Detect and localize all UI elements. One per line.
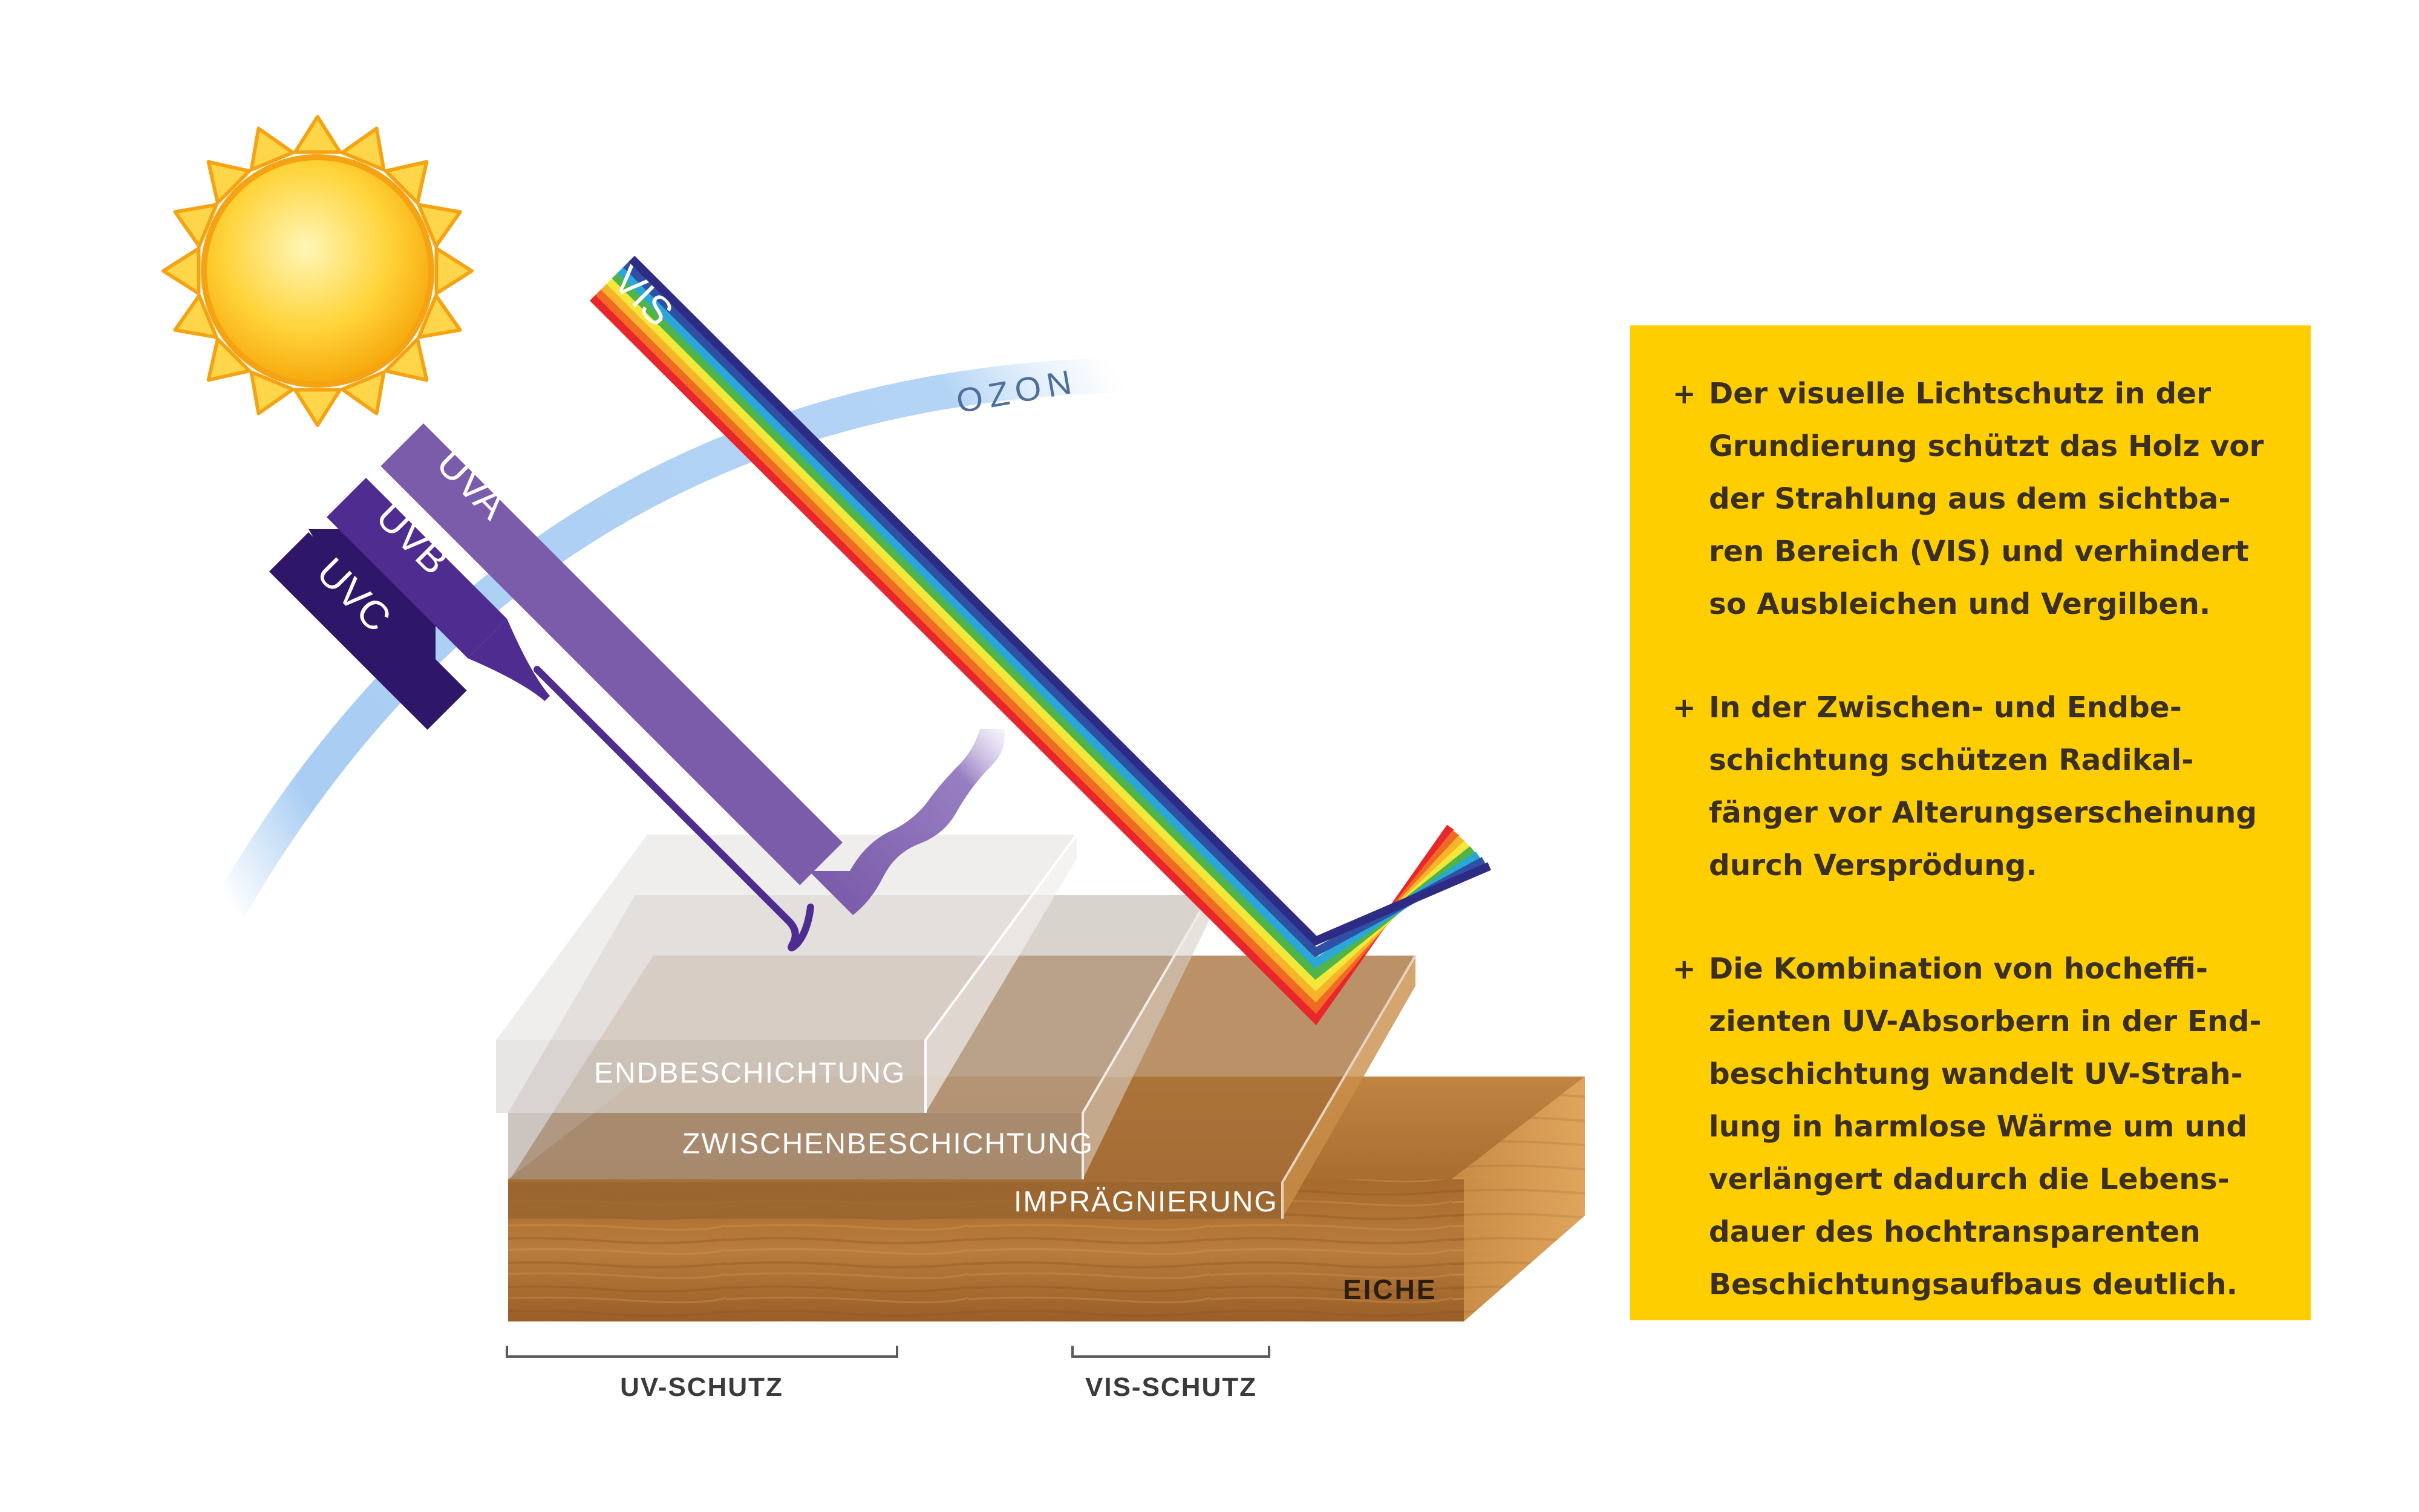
uv-protection-bracket: UV-SCHUTZ [506,1346,898,1402]
sun-ray [249,370,295,415]
uvb-beam [326,478,814,951]
sun-rays [162,115,474,427]
info-text-2: In der Zwischen- und Endbe- schichtung s… [1709,691,2257,882]
vis-protection-label: VIS-SCHUTZ [1085,1372,1257,1402]
end-coating-label: ENDBESCHICHTUNG [594,1057,906,1089]
ozone-arc [214,357,1126,916]
layer-stack [496,833,1585,1321]
uva-beam [380,423,1005,915]
sun-ray [206,337,252,382]
sun-ray [417,293,462,339]
sun-ray [249,126,295,172]
sun-ray [173,293,218,339]
vis-beam-stripe [628,255,1491,946]
sun-ray [384,337,429,382]
end-coating-layer [496,833,1078,1113]
impregnation-label: IMPRÄGNIERUNG [1014,1186,1278,1218]
vis-protection-bracket: VIS-SCHUTZ [1071,1346,1270,1402]
sun [162,115,474,427]
sun-ray [293,115,342,154]
info-item-1: + Der visuelle Lichtschutz in der Grundi… [1673,368,2274,631]
sun-ray [162,246,201,296]
info-text-1: Der visuelle Lichtschutz in der Grundier… [1709,377,2264,621]
plus-icon: + [1673,953,1696,985]
wood-label: EICHE [1343,1274,1437,1305]
sun-ray [340,126,386,172]
vis-beam [589,255,1491,1026]
plus-icon: + [1673,377,1696,410]
info-text-3: Die Kombination von hocheffi- zienten UV… [1709,952,2262,1302]
sun-ray [417,203,462,249]
sun-ray [173,203,218,249]
sun-ray [206,160,252,205]
sun-ray [293,388,342,427]
info-item-3: + Die Kombination von hocheffi- zienten … [1673,943,2274,1311]
uvc-bar [269,532,467,730]
sun-ray [434,246,474,296]
info-box: + Der visuelle Lichtschutz in der Grundi… [1630,325,2311,1320]
sun-ray [384,160,429,205]
info-item-2: + In der Zwischen- und Endbe- schichtung… [1673,682,2274,892]
plus-icon: + [1673,691,1696,724]
uv-protection-label: UV-SCHUTZ [620,1372,783,1402]
intermediate-label: ZWISCHENBESCHICHTUNG [682,1128,1094,1160]
sun-disc [201,154,434,388]
sun-ray [340,370,386,415]
